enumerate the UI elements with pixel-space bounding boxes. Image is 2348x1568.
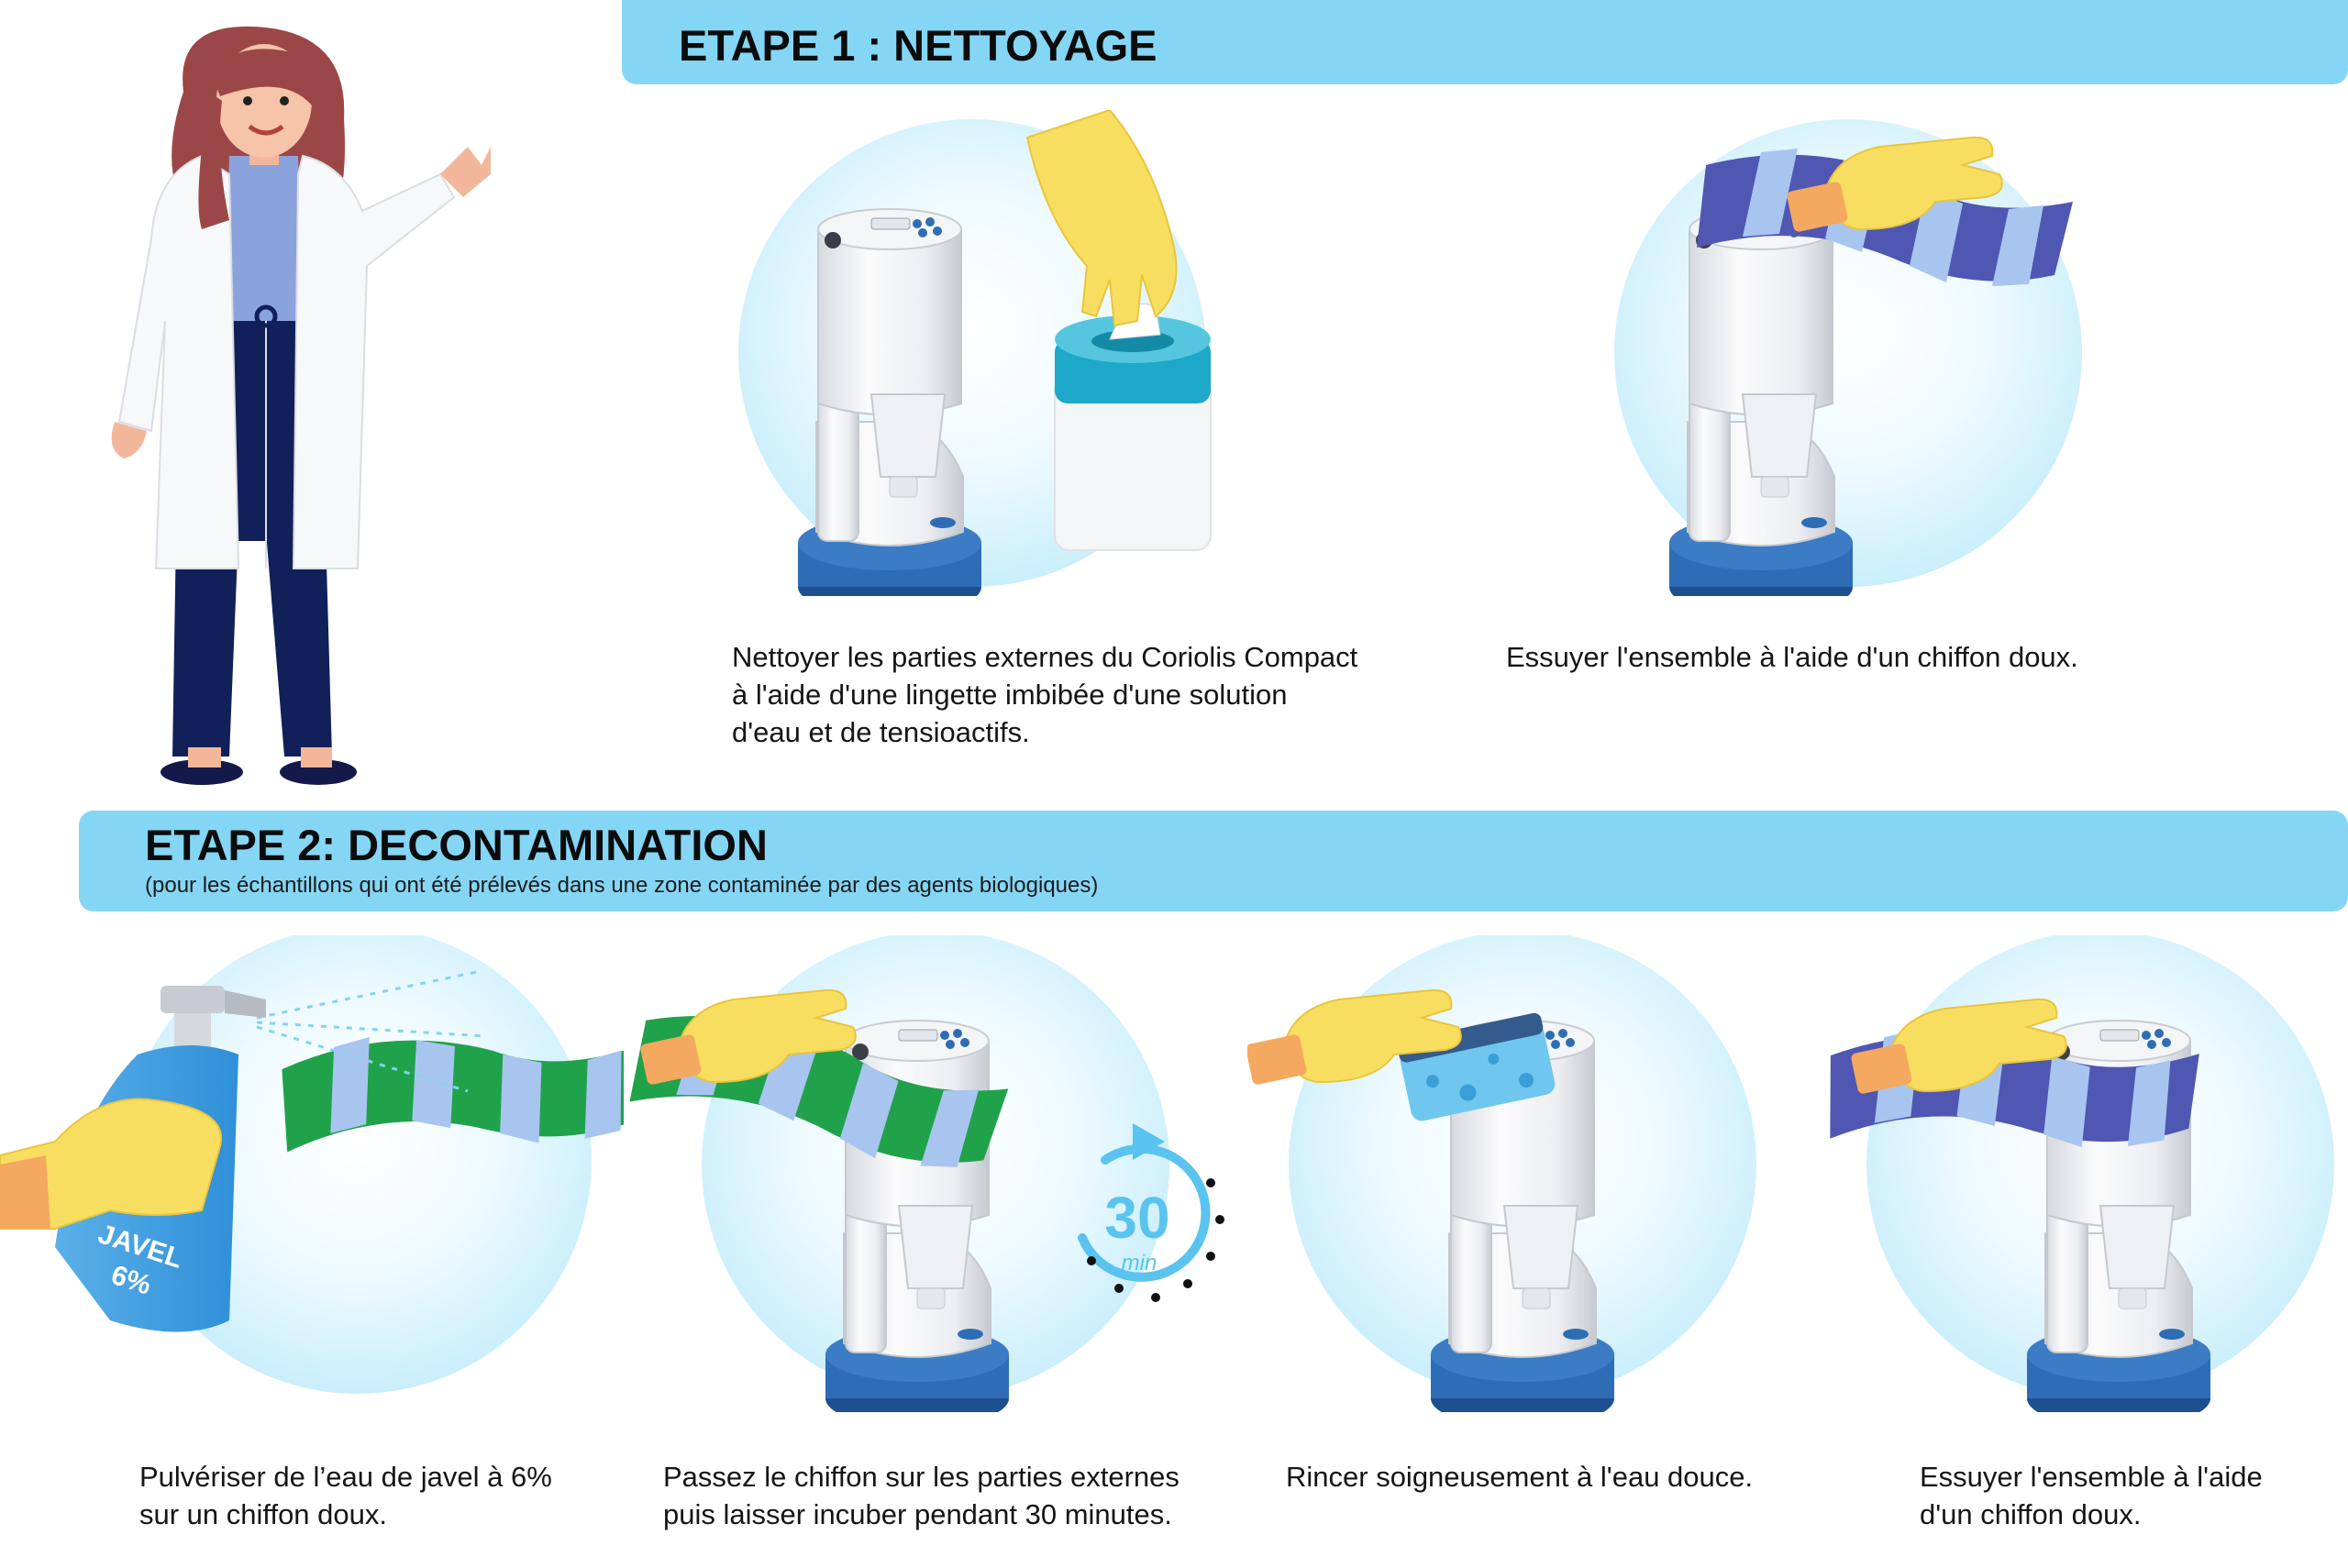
scientist-illustration <box>111 26 491 785</box>
step1-caption-wipe: Nettoyer les parties externes du Corioli… <box>732 638 1357 751</box>
step2-rinse-illustration <box>1247 935 1756 1412</box>
caption-line: Essuyer l'ensemble à l'aide <box>1920 1461 2263 1493</box>
timer-unit: min <box>1122 1251 1157 1275</box>
timer-value: 30 <box>1104 1185 1169 1251</box>
step2-caption-dry: Essuyer l'ensemble à l'aide d'un chiffon… <box>1920 1458 2263 1533</box>
step2-title: ETAPE 2: DECONTAMINATION <box>145 821 768 869</box>
step2-apply-illustration: 30 min <box>626 935 1224 1412</box>
caption-line: Rincer soigneusement à l'eau douce. <box>1286 1461 1754 1493</box>
step1-caption-dry: Essuyer l'ensemble à l'aide d'un chiffon… <box>1506 638 2078 676</box>
step2-dry-illustration <box>1825 935 2334 1412</box>
step1-wipe-illustration <box>738 110 1212 596</box>
step2-subtitle: (pour les échantillons qui ont été préle… <box>145 873 1099 898</box>
step1-banner: ETAPE 1 : NETTOYAGE <box>622 0 2348 84</box>
step2-spray-illustration: JAVEL 6% <box>0 935 624 1394</box>
caption-line: à l'aide d'une lingette imbibée d'une so… <box>732 679 1288 711</box>
step2-banner: ETAPE 2: DECONTAMINATION (pour les échan… <box>79 811 2348 911</box>
caption-line: sur un chiffon doux. <box>139 1498 387 1530</box>
timer-icon: 30 min <box>1078 1123 1224 1302</box>
step1-dry-illustration <box>1614 119 2082 596</box>
step1-title: ETAPE 1 : NETTOYAGE <box>679 21 1157 70</box>
caption-line: Nettoyer les parties externes du Corioli… <box>732 641 1358 673</box>
caption-line: d'eau et de tensioactifs. <box>732 716 1030 748</box>
step2-caption-apply: Passez le chiffon sur les parties extern… <box>663 1458 1180 1533</box>
step2-caption-spray: Pulvériser de l’eau de javel à 6% sur un… <box>139 1458 552 1533</box>
caption-line: Essuyer l'ensemble à l'aide d'un chiffon… <box>1506 641 2078 673</box>
caption-line: d'un chiffon doux. <box>1920 1498 2142 1530</box>
step2-caption-rinse: Rincer soigneusement à l'eau douce. <box>1286 1458 1753 1496</box>
caption-line: puis laisser incuber pendant 30 minutes. <box>663 1498 1172 1530</box>
caption-line: Pulvériser de l’eau de javel à 6% <box>139 1461 552 1493</box>
caption-line: Passez le chiffon sur les parties extern… <box>663 1461 1180 1493</box>
